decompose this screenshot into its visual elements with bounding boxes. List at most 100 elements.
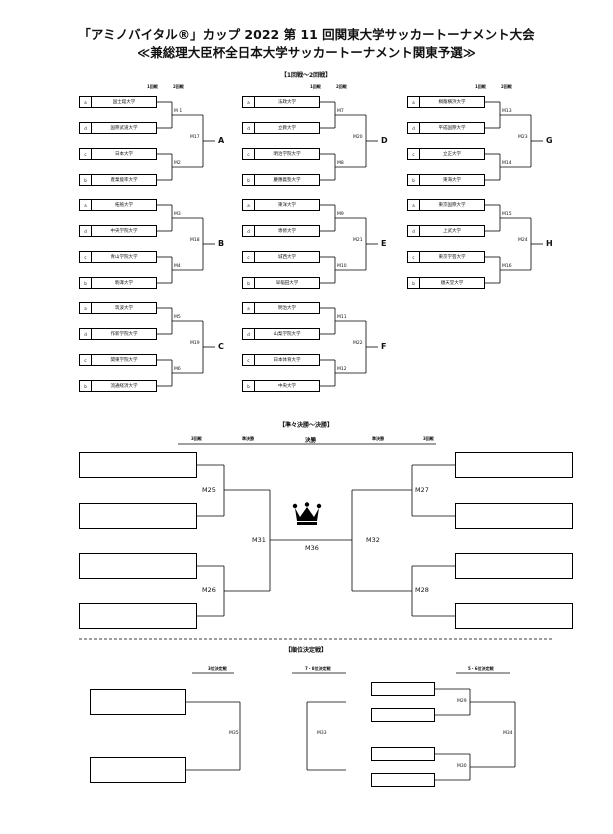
group-label: H: [546, 239, 553, 248]
team-seed: a: [243, 97, 255, 107]
group-label: G: [546, 136, 553, 145]
team-name: 中央大学: [278, 384, 296, 389]
team-name: 青山学院大学: [110, 255, 138, 260]
qf-slot-2: [79, 503, 197, 529]
m28-label: M28: [415, 586, 429, 594]
team-seed: d: [408, 226, 420, 236]
team-name: 作新学院大学: [110, 332, 138, 337]
team-seed: c: [243, 149, 255, 159]
m30-label: M30: [457, 764, 467, 769]
team-seed: a: [80, 97, 92, 107]
team-seed: b: [243, 278, 255, 288]
team-name: 東京学芸大学: [438, 255, 466, 260]
section3-heading: 【順位決定戦】: [284, 647, 327, 654]
qf-slot-5: [455, 452, 573, 478]
match-label-r1-bottom: M6: [174, 367, 181, 372]
team-name: 国際武道大学: [110, 126, 138, 131]
seventh-place-label: 7・8位決定戦: [305, 666, 331, 671]
round2-header-col2: 2回戦: [336, 84, 347, 89]
section2-heading: 【準々決勝～決勝】: [278, 422, 333, 429]
team-name: 日本大学: [115, 152, 133, 157]
team-seed: b: [408, 278, 420, 288]
team-seed: d: [243, 226, 255, 236]
m32-label: M32: [366, 536, 380, 544]
team-name: 產業能率大学: [110, 178, 138, 183]
match-label-r1-top: M 1: [174, 109, 183, 114]
team-seed: b: [80, 175, 92, 185]
fifth-place-label: 5・6位決定戦: [468, 666, 494, 671]
team-seed: d: [243, 123, 255, 133]
m26-label: M26: [202, 586, 216, 594]
match-label-r2: M24: [518, 238, 528, 243]
third-place-label: 3位決定戦: [208, 666, 227, 671]
match-label-r2: M18: [190, 238, 200, 243]
team-name: 城西大学: [278, 255, 296, 260]
match-label-r2: M22: [353, 341, 363, 346]
team-name: 明治学院大学: [273, 152, 301, 157]
match-label-r1-top: M15: [502, 212, 512, 217]
match-label-r2: M20: [353, 135, 363, 140]
m31-label: M31: [252, 536, 266, 544]
m34-label: M34: [503, 731, 513, 736]
team-name: 立正大学: [443, 152, 461, 157]
fifth-slot-2: [371, 708, 435, 722]
team-seed: c: [80, 355, 92, 365]
team-name: 東洋大学: [278, 203, 296, 208]
crown-icon: [292, 502, 322, 525]
match-label-r1-top: M7: [337, 109, 344, 114]
team-name: 早稲田大学: [275, 281, 299, 286]
team-name: 東海大学: [443, 178, 461, 183]
fifth-slot-3: [371, 747, 435, 761]
match-label-r1-top: M11: [337, 315, 347, 320]
m25-label: M25: [202, 486, 216, 494]
team-name: 東京国際大学: [438, 203, 466, 208]
group-label: F: [381, 342, 387, 351]
team-seed: d: [80, 226, 92, 236]
team-seed: b: [243, 381, 255, 391]
m27-label: M27: [415, 486, 429, 494]
match-label-r1-top: M9: [337, 212, 344, 217]
team-seed: c: [80, 149, 92, 159]
team-seed: a: [80, 303, 92, 313]
team-seed: b: [80, 381, 92, 391]
group-label: D: [381, 136, 388, 145]
third-slot-2: [90, 757, 186, 783]
section1-heading: 【1回戦～2回戦】: [280, 72, 332, 79]
team-box: c 日本大学: [79, 148, 157, 160]
fifth-slot-1: [371, 682, 435, 696]
qf-slot-8: [455, 603, 573, 629]
m33-label: M33: [317, 731, 327, 736]
team-name: 明治大学: [278, 306, 296, 311]
r3-label-left: 3回戦: [191, 436, 202, 441]
fifth-slot-4: [371, 773, 435, 787]
team-box: b 早稲田大学: [242, 277, 320, 289]
qf-slot-7: [455, 553, 573, 579]
match-label-r1-bottom: M4: [174, 264, 181, 269]
team-name: 関東学院大学: [110, 358, 138, 363]
team-seed: d: [243, 329, 255, 339]
match-label-r1-bottom: M8: [337, 161, 344, 166]
group-label: C: [218, 342, 224, 351]
team-box: a 法政大学: [242, 96, 320, 108]
team-name: 法政大学: [278, 100, 296, 105]
team-seed: a: [80, 200, 92, 210]
group-label: B: [218, 239, 225, 248]
team-name: 中央学院大学: [110, 229, 138, 234]
